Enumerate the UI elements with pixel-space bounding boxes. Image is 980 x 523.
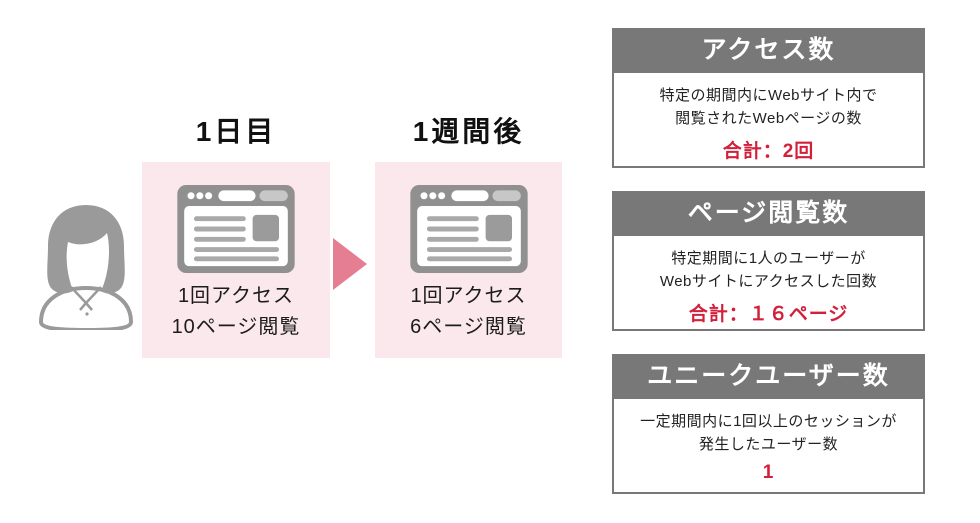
card-description: 特定期間に1人のユーザーが Webサイトにアクセスした回数 <box>659 250 878 290</box>
card-title: ページ閲覧数 <box>612 191 925 236</box>
card-access-count: アクセス数 特定の期間内にWebサイト内で 閲覧されたWebページの数 合計：2… <box>612 28 925 168</box>
step-2-title: 1週間後 <box>412 116 525 147</box>
card-title: ユニークユーザー数 <box>612 354 925 399</box>
card-unique-users: ユニークユーザー数 一定期間内に1回以上のセッションが 発生したユーザー数 1 <box>612 354 925 494</box>
card-value: 合計：2回 <box>722 141 815 162</box>
step-1-title: 1日目 <box>195 116 277 147</box>
browser-window-icon <box>177 185 295 273</box>
step-1-box: 1回アクセス 10ページ閲覧 <box>142 162 330 358</box>
card-body: 特定の期間内にWebサイト内で 閲覧されたWebページの数 合計：2回 <box>612 73 925 168</box>
card-value: 合計：１６ページ <box>688 304 849 325</box>
card-value: 1 <box>762 462 775 483</box>
step-1-line-1: 1回アクセス <box>177 285 295 307</box>
card-body: 一定期間内に1回以上のセッションが 発生したユーザー数 1 <box>612 399 925 494</box>
step-2-line-2: 6ページ閲覧 <box>410 316 527 338</box>
definition-cards: アクセス数 特定の期間内にWebサイト内で 閲覧されたWebページの数 合計：2… <box>612 28 925 517</box>
browser-window-icon <box>409 185 528 273</box>
card-description: 特定の期間内にWebサイト内で 閲覧されたWebページの数 <box>659 87 878 127</box>
card-page-views: ページ閲覧数 特定期間に1人のユーザーが Webサイトにアクセスした回数 合計：… <box>612 191 925 331</box>
card-body: 特定期間に1人のユーザーが Webサイトにアクセスした回数 合計：１６ページ <box>612 236 925 331</box>
step-2-box: 1回アクセス 6ページ閲覧 <box>375 162 562 358</box>
step-2-caption: 1回アクセス 6ページ閲覧 <box>375 281 562 343</box>
woman-user-icon <box>38 205 134 330</box>
step-2-line-1: 1回アクセス <box>410 285 527 307</box>
card-description: 一定期間内に1回以上のセッションが 発生したユーザー数 <box>640 413 897 453</box>
card-title: アクセス数 <box>612 28 925 73</box>
right-arrow-icon <box>333 238 367 290</box>
step-1-caption: 1回アクセス 10ページ閲覧 <box>142 281 330 343</box>
step-1-line-2: 10ページ閲覧 <box>171 316 301 338</box>
